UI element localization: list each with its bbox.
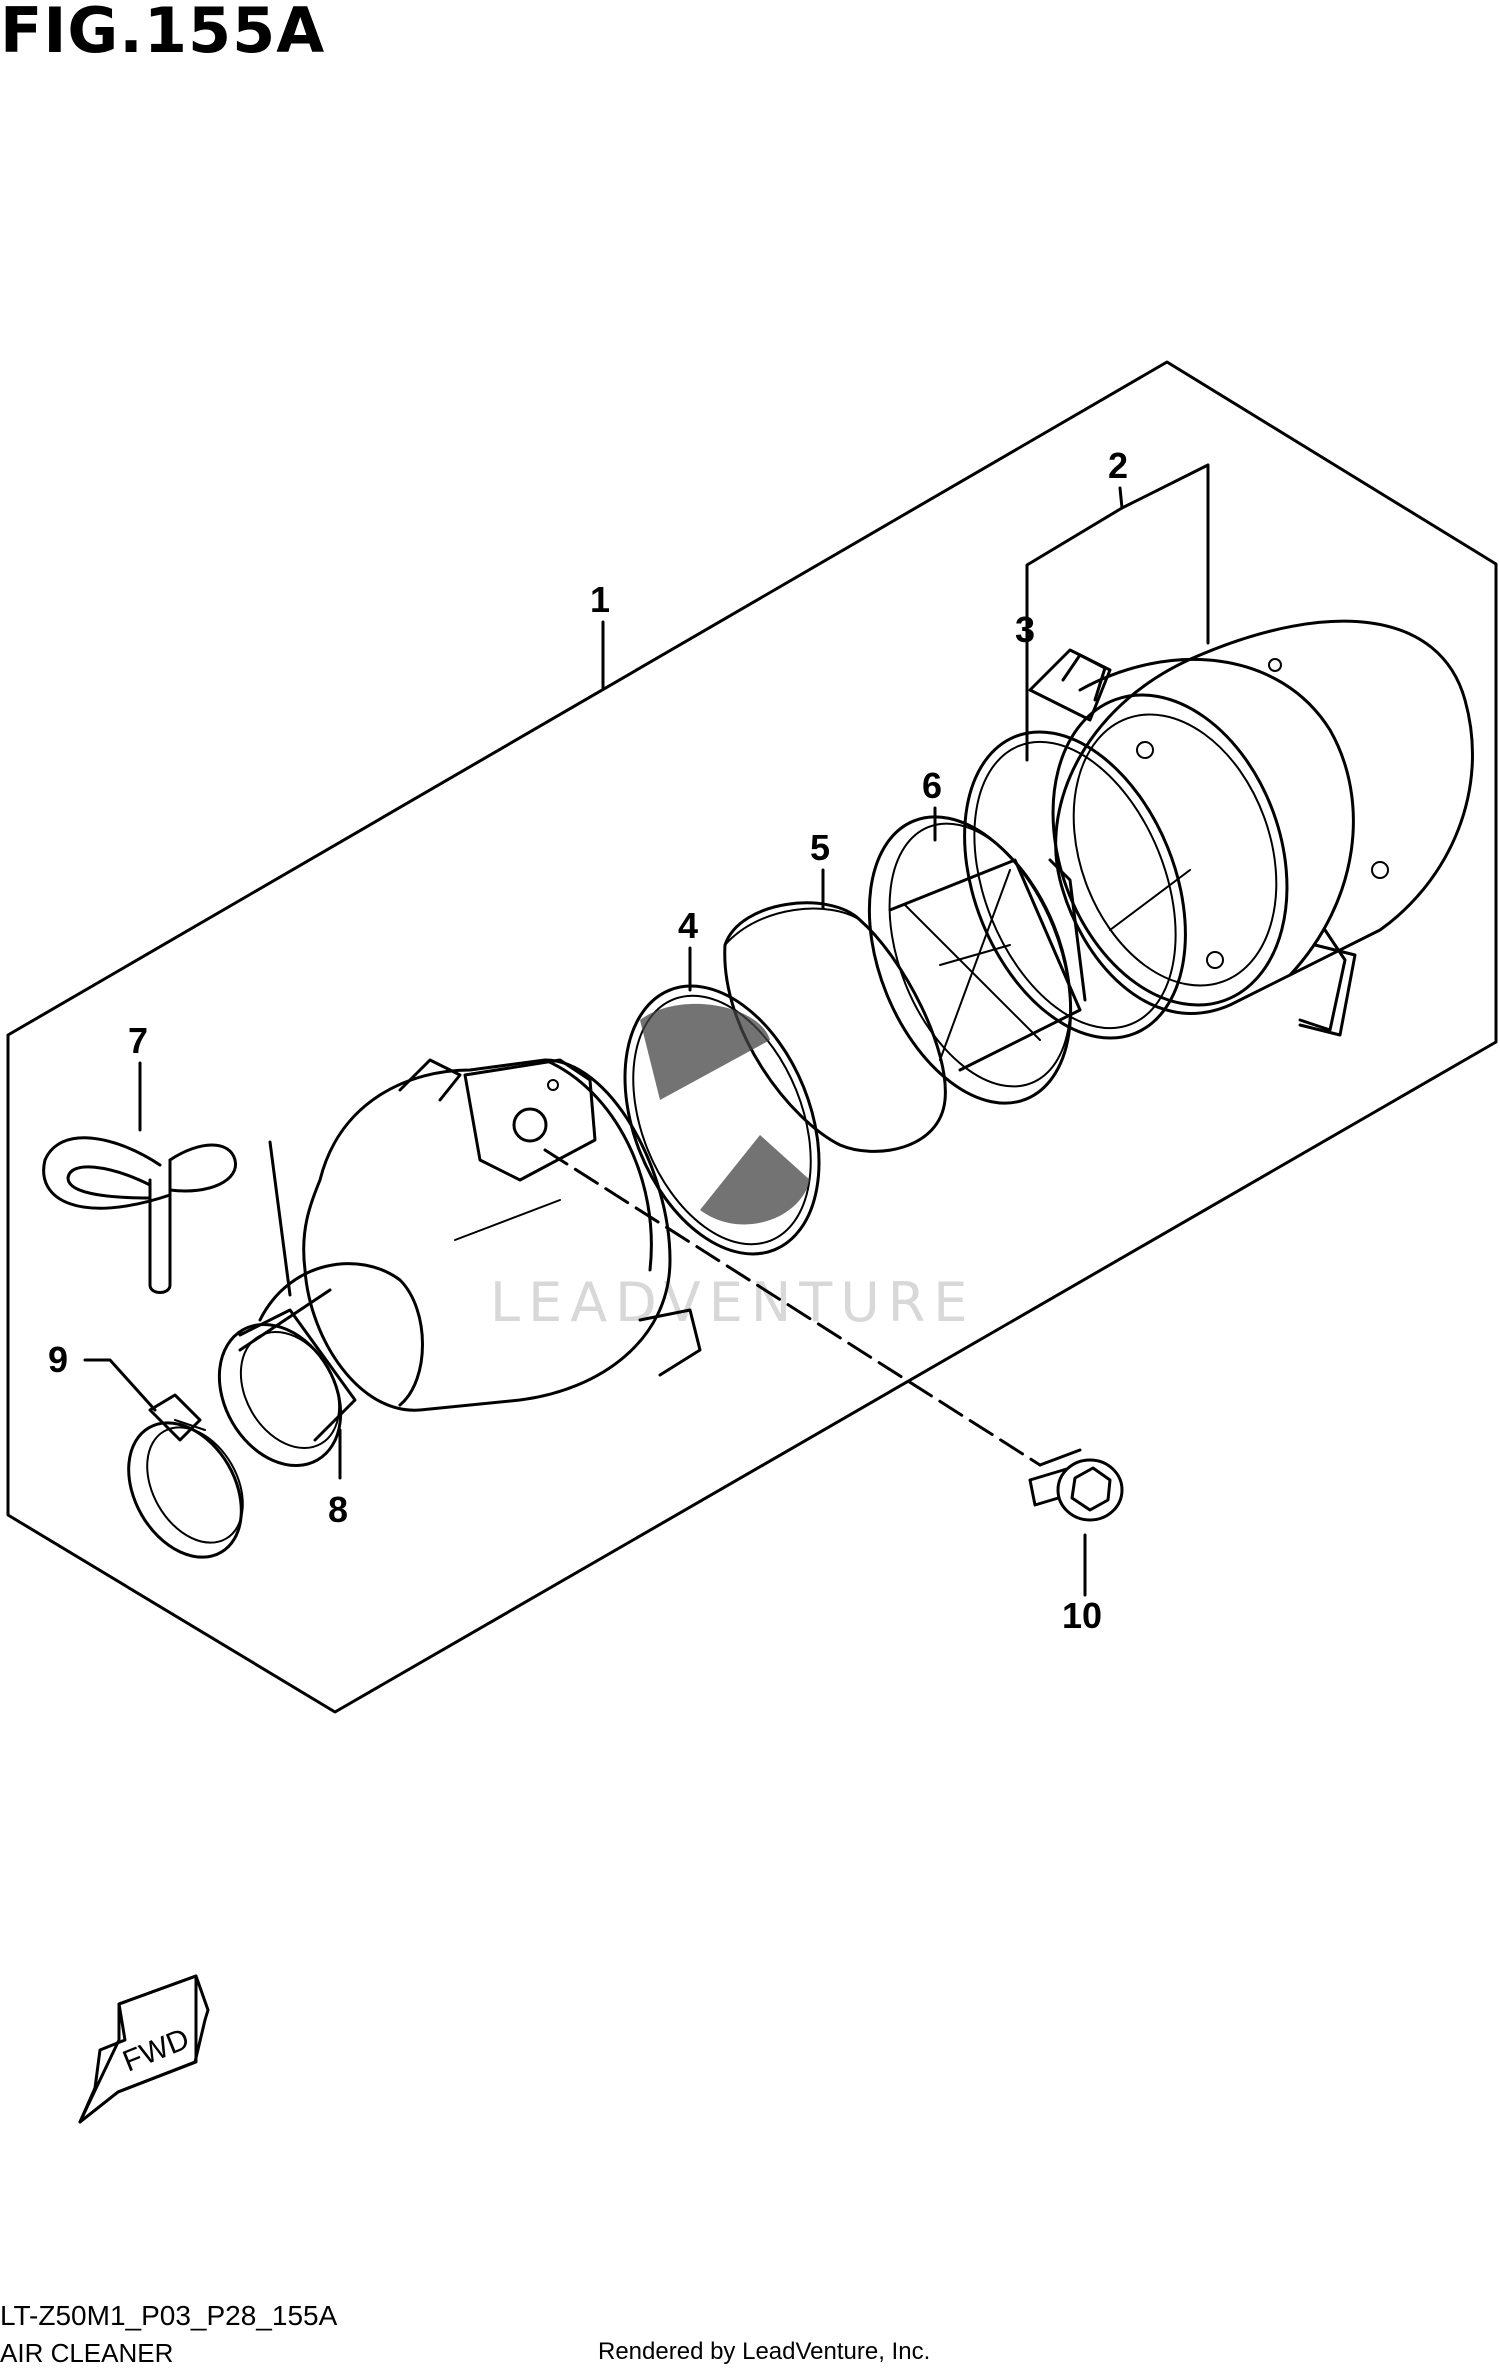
callout-6: 6 — [922, 765, 942, 806]
assembly-outline — [6, 360, 1498, 1714]
element-holder[interactable] — [830, 787, 1109, 1133]
figure-title: FIG.155A — [0, 0, 326, 67]
callout-10: 10 — [1062, 1595, 1102, 1636]
mesh-screen[interactable] — [588, 957, 856, 1283]
callout-3: 3 — [1015, 609, 1035, 650]
callout-7: 7 — [128, 1020, 148, 1061]
callout-5: 5 — [810, 827, 830, 868]
rendered-by: Rendered by LeadVenture, Inc. — [598, 2338, 931, 2365]
leader-lines — [83, 463, 1210, 1597]
seal-ring[interactable] — [922, 699, 1227, 1071]
watermark: LEADVENTURE — [490, 1271, 976, 1334]
fwd-arrow-icon: FWD — [78, 1974, 210, 2124]
figure-name: AIR CLEANER — [0, 2338, 174, 2368]
callout-1: 1 — [590, 579, 610, 620]
figure-code: LT-Z50M1_P03_P28_155A — [0, 2300, 338, 2331]
callout-9: 9 — [48, 1339, 68, 1380]
air-cleaner-case-rear[interactable] — [1012, 619, 1474, 1038]
hose-clamp[interactable] — [106, 1393, 265, 1577]
intake-seal[interactable] — [195, 1303, 365, 1488]
callout-2: 2 — [1108, 445, 1128, 486]
air-cleaner-case-front[interactable] — [302, 1058, 702, 1412]
breather-hose[interactable] — [42, 1136, 237, 1294]
callout-8: 8 — [328, 1489, 348, 1530]
bolt[interactable] — [1028, 1448, 1124, 1522]
callout-4: 4 — [678, 905, 698, 946]
intake-tube[interactable] — [238, 1262, 424, 1407]
